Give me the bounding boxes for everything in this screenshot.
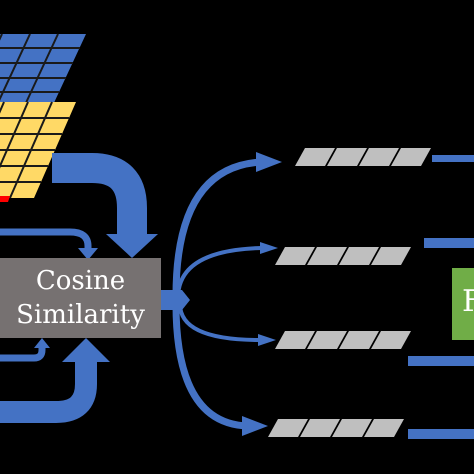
left-input-arrow	[0, 228, 98, 260]
vector-strip-1	[295, 148, 431, 166]
cosine-similarity-box: Cosine Similarity	[0, 258, 161, 338]
output-green-box-label: F	[462, 284, 474, 319]
bottom-input-arrow	[0, 338, 110, 423]
vector-strip-3	[275, 331, 411, 349]
right-connector-bars	[408, 155, 474, 439]
yellow-feature-grid	[0, 101, 76, 202]
lower-small-arrow	[0, 338, 50, 362]
cosine-similarity-label-line2: Similarity	[16, 300, 145, 330]
grid-to-box-arrow	[52, 153, 158, 258]
vector-strip-2	[275, 247, 411, 265]
cosine-similarity-label-line1: Cosine	[35, 266, 126, 296]
vector-strip-4	[268, 419, 404, 437]
output-arrows	[160, 152, 282, 436]
output-green-box: F	[452, 268, 474, 340]
